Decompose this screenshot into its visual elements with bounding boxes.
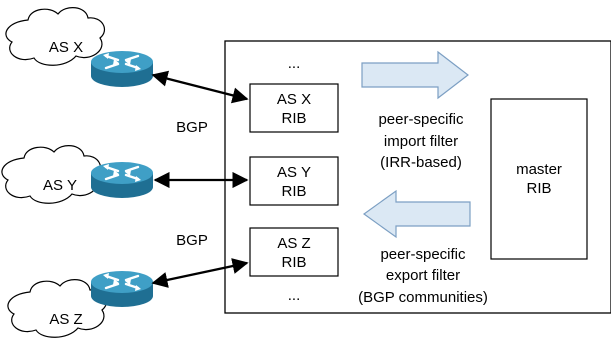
cloud-icon [7,279,107,338]
master-rib-box: master RIB [490,98,588,260]
rib-box-as-y: AS Y RIB [249,156,339,206]
router-icon [89,160,155,200]
rib-label-line2: RIB [281,183,306,200]
as-y-label: AS Y [43,177,77,194]
rib-box-as-x: AS X RIB [249,83,339,133]
export-filter-line3: (BGP communities) [358,289,488,306]
router-icon [89,269,155,309]
master-label-line2: RIB [526,180,551,197]
master-label-line1: master [516,161,562,178]
import-filter-line3: (IRR-based) [380,154,462,171]
import-arrow [361,50,469,100]
export-filter-line2: export filter [386,267,460,284]
bgp-label: BGP [176,232,208,249]
bgp-link-z [151,258,249,288]
ellipsis-top: ... [288,55,301,72]
rib-box-as-z: AS Z RIB [249,227,339,277]
rib-label-line1: AS Y [277,164,311,181]
cloud-icon [5,7,105,66]
export-arrow [362,189,471,239]
rib-label-line2: RIB [281,110,306,127]
import-filter-line2: import filter [384,133,458,150]
rib-label-line2: RIB [281,254,306,271]
router-icon [89,49,155,89]
rib-label-line1: AS X [277,91,311,108]
rib-label-line1: AS Z [277,235,310,252]
as-z-label: AS Z [49,311,82,328]
import-filter-line1: peer-specific [378,111,464,128]
as-x-label: AS X [49,39,83,56]
cloud-icon [1,145,101,204]
bgp-link-x [151,70,249,104]
export-filter-line1: peer-specific [380,246,466,263]
ellipsis-bottom: ... [288,287,301,304]
bgp-label: BGP [176,119,208,136]
